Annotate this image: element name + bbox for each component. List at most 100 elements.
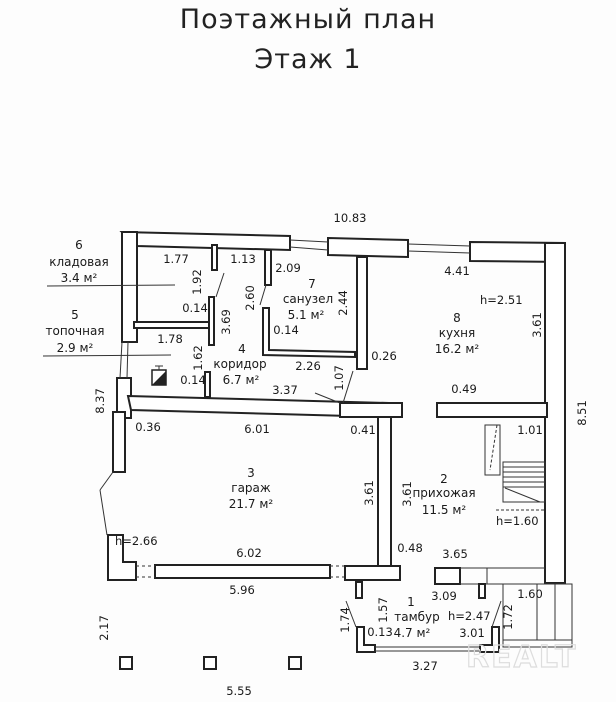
plan-title: Поэтажный план bbox=[179, 4, 437, 35]
room-area: 3.4 м² bbox=[61, 271, 98, 285]
dimension: 2.26 bbox=[295, 359, 321, 373]
room-number: 5 bbox=[71, 308, 79, 322]
dimension: 10.83 bbox=[334, 211, 367, 225]
room-area: 5.1 м² bbox=[288, 308, 325, 322]
hall-bottom-pier bbox=[434, 567, 461, 585]
room-area: 21.7 м² bbox=[229, 497, 274, 511]
dimension: 8.51 bbox=[575, 400, 589, 426]
tambur-stub-right bbox=[478, 583, 486, 599]
dimension: 0.26 bbox=[371, 349, 397, 363]
outer-wall-top-mid bbox=[327, 236, 409, 259]
room-name: топочная bbox=[45, 324, 104, 338]
room-area: 11.5 м² bbox=[422, 503, 467, 517]
dimensions: 10.83 1.77 1.13 2.09 4.41 1.92 2.60 2.44… bbox=[93, 211, 589, 698]
room-6: 6 кладовая 3.4 м² bbox=[49, 238, 109, 285]
room-4: 4 коридор 6.7 м² bbox=[213, 342, 266, 387]
dimension: 0.13 bbox=[367, 625, 393, 639]
door-jamb bbox=[208, 296, 215, 346]
floor-title: Этаж 1 bbox=[254, 44, 362, 75]
dimension: 0.41 bbox=[350, 423, 376, 437]
dimension: 6.02 bbox=[236, 546, 262, 560]
tambur-left-wall bbox=[356, 626, 376, 653]
room-name: кухня bbox=[439, 326, 476, 340]
kitchen-bottom-wall bbox=[436, 402, 548, 418]
room-7: 7 санузел 5.1 м² bbox=[283, 277, 333, 322]
column bbox=[203, 656, 217, 670]
dimension: 2.09 bbox=[275, 261, 301, 275]
dimension: 0.49 bbox=[451, 382, 477, 396]
height-label: h=2.51 bbox=[480, 293, 523, 307]
room-number: 3 bbox=[247, 466, 255, 480]
tambur-top-wall bbox=[344, 565, 401, 581]
dimension: 1.13 bbox=[230, 252, 256, 266]
dimension: 3.37 bbox=[272, 383, 298, 397]
dimension: 4.41 bbox=[444, 264, 470, 278]
door-jamb bbox=[204, 371, 211, 398]
bathroom-wall bbox=[262, 307, 356, 359]
tambur-stub-left bbox=[355, 581, 363, 599]
room-5: 5 топочная 2.9 м² bbox=[45, 308, 104, 355]
room-area: 2.9 м² bbox=[57, 341, 94, 355]
room-number: 6 bbox=[75, 238, 83, 252]
garage-left-wall bbox=[112, 411, 126, 473]
dimension: 2.60 bbox=[243, 285, 257, 311]
dimension: 3.61 bbox=[362, 480, 376, 506]
room-name: тамбур bbox=[394, 610, 440, 624]
dimension: 3.65 bbox=[442, 547, 468, 561]
room-1: 1 тамбур 4.7 м² bbox=[394, 595, 440, 640]
dimension: 1.78 bbox=[157, 332, 183, 346]
column bbox=[119, 656, 133, 670]
dimension: 1.77 bbox=[163, 252, 189, 266]
storage-partition bbox=[133, 321, 215, 329]
outer-wall-top-left bbox=[119, 230, 291, 252]
column bbox=[288, 656, 302, 670]
dimension: 5.96 bbox=[229, 583, 255, 597]
dimension: 1.62 bbox=[191, 345, 205, 371]
dimension: 0.36 bbox=[135, 420, 161, 434]
room-name: санузел bbox=[283, 292, 333, 306]
dimension: 1.72 bbox=[501, 604, 515, 630]
dimension: 5.55 bbox=[226, 684, 252, 698]
dimension: 3.09 bbox=[431, 589, 457, 603]
dimension: 1.92 bbox=[190, 269, 204, 295]
dimension: 6.01 bbox=[244, 422, 270, 436]
stairs bbox=[484, 424, 501, 476]
dimension: 8.37 bbox=[93, 388, 107, 414]
dimension: 3.69 bbox=[219, 309, 233, 335]
dimension: 2.17 bbox=[97, 615, 111, 641]
watermark-logo: REALT bbox=[466, 640, 577, 675]
dimension: 3.61 bbox=[530, 312, 544, 338]
dimension: 1.01 bbox=[517, 423, 543, 437]
dimension: 0.14 bbox=[182, 301, 208, 315]
room-name: кладовая bbox=[49, 255, 109, 269]
bathroom-wall-left bbox=[264, 249, 272, 286]
room-name: прихожая bbox=[412, 486, 475, 500]
dimension: 3.61 bbox=[400, 481, 414, 507]
door-jamb bbox=[211, 244, 218, 271]
dimension: 1.74 bbox=[338, 607, 352, 633]
height-label: h=2.66 bbox=[115, 534, 158, 548]
room-number: 8 bbox=[453, 311, 461, 325]
corridor-pier bbox=[339, 402, 403, 418]
room-8: 8 кухня 16.2 м² bbox=[435, 311, 480, 356]
dimension: 0.48 bbox=[397, 541, 423, 555]
garage-front-wall bbox=[154, 564, 331, 579]
room-number: 2 bbox=[440, 472, 448, 486]
boiler-icon bbox=[151, 365, 167, 386]
room-number: 1 bbox=[407, 595, 415, 609]
room-number: 4 bbox=[238, 342, 246, 356]
room-number: 7 bbox=[308, 277, 316, 291]
height-label: h=2.47 bbox=[448, 609, 491, 623]
outer-wall-left-top bbox=[121, 231, 138, 343]
partition-garage-hall bbox=[377, 411, 392, 567]
garage-left-corner bbox=[107, 534, 137, 581]
ceiling-heights: h=2.51 h=1.60 h=2.66 h=2.47 bbox=[115, 293, 539, 623]
tambur-right-wall bbox=[479, 626, 500, 653]
dimension: 0.14 bbox=[180, 373, 206, 387]
dimension: 1.60 bbox=[517, 587, 543, 601]
dimension: 1.57 bbox=[376, 597, 390, 623]
dimension: 3.27 bbox=[412, 659, 438, 673]
dimension: 3.01 bbox=[459, 626, 485, 640]
room-labels: 6 кладовая 3.4 м² 5 топочная 2.9 м² 7 са… bbox=[45, 238, 479, 640]
